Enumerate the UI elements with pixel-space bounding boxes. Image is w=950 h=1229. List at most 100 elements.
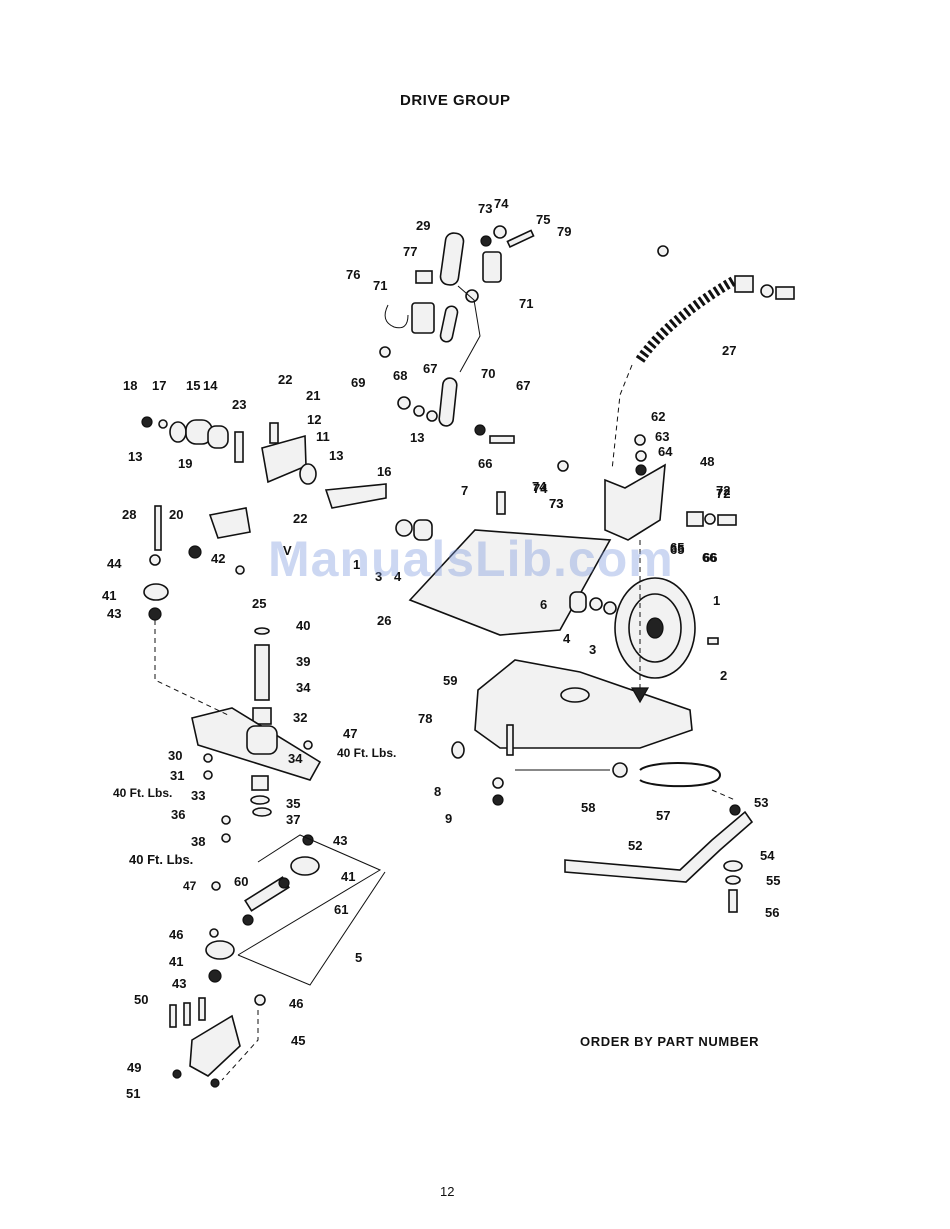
part-54-washer [723, 860, 743, 872]
part-8-washer [492, 777, 504, 789]
part-67-washer [465, 289, 479, 303]
part-70-link [438, 377, 458, 427]
part-callout-label: 28 [122, 507, 136, 522]
part-callout-label: 74 [533, 481, 548, 496]
part-callout-label: 73 [478, 201, 492, 216]
part-52-lever [564, 810, 754, 883]
part-callout-label: 73 [549, 496, 563, 511]
part-56-bolt [728, 889, 738, 913]
part-callout-label: 42 [211, 551, 225, 566]
part-callout-label: 11 [316, 429, 330, 444]
part-callout-label: 7 [461, 483, 468, 498]
part-5-outline-b [237, 871, 386, 986]
part-40-clip [254, 627, 270, 635]
part-callout-label: 14 [203, 378, 218, 393]
part-callout-label: 46 [289, 996, 303, 1011]
part-71-bracket-right [482, 251, 502, 283]
part-73-washer-mid [557, 460, 569, 472]
part-18-nut [141, 416, 153, 428]
part-callout-label: 13 [410, 430, 424, 445]
part-callout-label: 45 [291, 1033, 305, 1048]
part-66-bolt-top [775, 286, 795, 300]
part-callout-label: 67 [516, 378, 530, 393]
part-callout-label: 32 [293, 710, 307, 725]
part-9-nut [492, 794, 504, 806]
part-39-pin [254, 644, 270, 701]
part-callout-label: 70 [481, 366, 495, 381]
part-50-bolt-c [198, 997, 206, 1021]
housing-boss [560, 687, 590, 703]
part-callout-label: 8 [434, 784, 441, 799]
part-64-nut [635, 464, 647, 476]
part-callout-label: 30 [168, 748, 182, 763]
part-callout-label: 39 [296, 654, 310, 669]
part-callout-label: 46 [169, 927, 183, 942]
part-callout-label: 13 [128, 449, 142, 464]
part-3-washer-right-b [603, 601, 617, 615]
part-51-nut-a [172, 1069, 182, 1079]
part-callout-label: 43 [333, 833, 347, 848]
part-61-nut-a [278, 877, 290, 889]
part-callout-label: 25 [252, 596, 266, 611]
part-callout-label: 66 [703, 550, 717, 565]
part-callout-label: 72 [716, 483, 730, 498]
part-59-housing [474, 659, 693, 749]
part-23-bolt [234, 431, 244, 463]
part-callout-label: 51 [126, 1086, 140, 1101]
part-34-bushing-top [252, 707, 272, 725]
torque-spec-label: 40 Ft. Lbs. [337, 746, 396, 760]
part-67-link [439, 305, 459, 343]
part-callout-label: 36 [171, 807, 185, 822]
part-callout-label: 74 [494, 196, 509, 211]
torque-spec-label: 47 [183, 879, 197, 893]
linkage-assembly [379, 225, 535, 444]
part-callout-label: 59 [443, 673, 457, 688]
part-callout-label: 44 [107, 556, 122, 571]
part-49-plate [189, 1014, 241, 1077]
part-34-bushing-bottom [251, 775, 269, 791]
part-41-rod-end-lower [205, 940, 235, 960]
part-30-bolt [203, 753, 213, 763]
part-69-washer-b [397, 396, 411, 410]
deck-and-housing [408, 491, 722, 806]
part-41-rod-end-upper [290, 856, 320, 876]
part-25-washer [235, 565, 245, 575]
part-callout-label: 43 [107, 606, 121, 621]
order-note: ORDER BY PART NUMBER [580, 1034, 760, 1049]
part-50-bolt-b [183, 1002, 191, 1026]
part-12-pin [269, 422, 279, 444]
part-callout-label: 43 [172, 976, 186, 991]
part-callout-label: 15 [186, 378, 200, 393]
part-callout-label: 60 [234, 874, 248, 889]
part-callout-label: 62 [651, 409, 665, 424]
shaft-assembly [141, 416, 433, 621]
part-71-bracket-left [411, 302, 435, 334]
part-callout-label: 67 [423, 361, 437, 376]
part-callout-label: 71 [519, 296, 533, 311]
lever-assembly [564, 789, 754, 913]
part-45-line [221, 1010, 259, 1081]
part-38-nut [221, 833, 231, 843]
part-callout-label: 68 [393, 368, 407, 383]
part-callout-label: 18 [123, 378, 137, 393]
part-53-nut [729, 804, 741, 816]
part-41-rod-end [143, 583, 169, 601]
part-17-washer [158, 419, 168, 429]
part-callout-label: 19 [178, 456, 192, 471]
part-65-spacer-right [686, 511, 704, 527]
part-callout-label: 66 [478, 456, 492, 471]
part-callout-label: 4 [563, 631, 571, 646]
part-4-bearing [413, 519, 433, 541]
part-73-nut-top [657, 245, 669, 257]
part-72-washer [760, 284, 774, 298]
part-callout-label: 33 [191, 788, 205, 803]
part-35-washer [250, 795, 270, 805]
part-63-washer [635, 450, 647, 462]
part-callout-label: 50 [134, 992, 148, 1007]
pivot-arm-assembly [154, 620, 386, 1088]
part-2-key [707, 637, 719, 645]
part-69-washer-a [379, 346, 391, 358]
part-callout-label: 26 [377, 613, 391, 628]
